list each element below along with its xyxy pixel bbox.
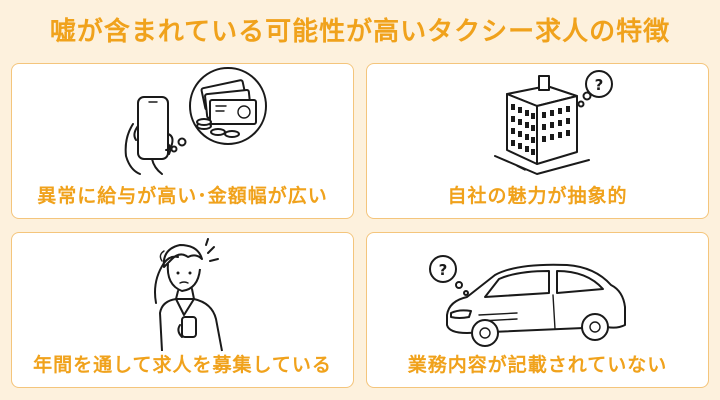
feature-card-abstract-appeal: ? 自社の魅力が抽象的 bbox=[366, 63, 709, 219]
card-caption: 年間を通して求人を募集している bbox=[33, 354, 332, 376]
card-caption: 自社の魅力が抽象的 bbox=[447, 185, 628, 207]
smartphone-money-icon bbox=[124, 67, 267, 175]
car-question-icon: ? bbox=[429, 255, 626, 347]
feature-card-year-round-hiring: 年間を通して求人を募集している bbox=[11, 232, 354, 388]
question-mark: ? bbox=[595, 76, 604, 94]
page-title: 嘘が含まれている可能性が高いタクシー求人の特徴 bbox=[49, 17, 671, 47]
feature-card-no-job-description: ? 業務内容が記載されていない bbox=[366, 232, 709, 388]
feature-card-high-salary: 異常に給与が高い･金額幅が広い bbox=[11, 63, 354, 219]
question-mark: ? bbox=[439, 261, 448, 279]
building-question-icon: ? bbox=[494, 70, 613, 175]
worried-man-icon bbox=[154, 238, 223, 352]
card-caption: 異常に給与が高い･金額幅が広い bbox=[37, 185, 328, 207]
card-caption: 業務内容が記載されていない bbox=[407, 354, 668, 376]
